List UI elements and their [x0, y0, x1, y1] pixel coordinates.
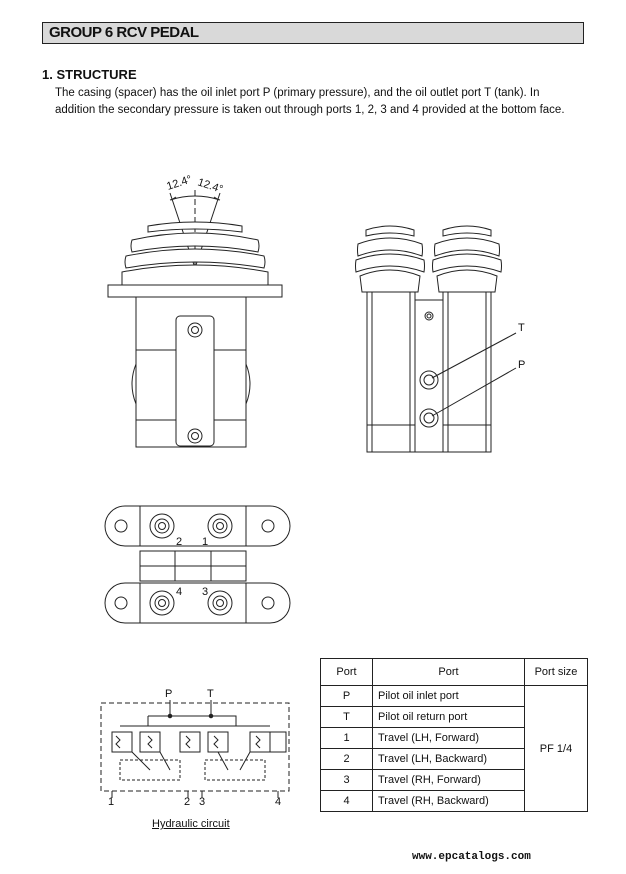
cell-port: P	[320, 685, 373, 707]
cell-port: 4	[320, 790, 373, 812]
circuit-port-3-label: 3	[199, 796, 205, 808]
bottom-port-1-label: 1	[202, 536, 208, 548]
port-table-header: Port Port Port size	[320, 658, 588, 686]
hydraulic-circuit: P T 1 2 3 4	[100, 688, 290, 808]
angle-right-label: 12.4°	[196, 176, 224, 195]
pedal-bottom-view: 2 1 4 3	[104, 505, 291, 624]
bottom-port-4-label: 4	[176, 586, 182, 598]
header-port: Port	[320, 658, 373, 686]
header-port-desc: Port	[372, 658, 525, 686]
port-T-callout: T	[518, 322, 525, 334]
cell-desc: Travel (RH, Backward)	[372, 790, 525, 812]
bottom-port-2-label: 2	[176, 536, 182, 548]
port-P-callout: P	[518, 359, 525, 371]
circuit-T-label: T	[207, 688, 214, 700]
circuit-port-1-label: 1	[108, 796, 114, 808]
cell-port: 2	[320, 748, 373, 770]
table-row: 4 Travel (RH, Backward)	[320, 790, 588, 812]
pedal-side-view: T P	[355, 225, 525, 453]
group-header-bar: GROUP 6 RCV PEDAL	[42, 22, 584, 44]
watermark-link[interactable]: www.epcatalogs.com	[412, 851, 531, 863]
cell-port-size: PF 1/4	[524, 685, 588, 812]
description-line-2: addition the secondary pressure is taken…	[55, 104, 565, 116]
bottom-port-3-label: 3	[202, 586, 208, 598]
angle-left-label: 12.4°	[165, 173, 193, 192]
cell-port: 1	[320, 727, 373, 749]
cell-desc: Travel (LH, Backward)	[372, 748, 525, 770]
cell-desc: Pilot oil return port	[372, 706, 525, 728]
cell-desc: Travel (LH, Forward)	[372, 727, 525, 749]
table-row: 3 Travel (RH, Forward)	[320, 769, 588, 791]
port-table: Port Port Port size P Pilot oil inlet po…	[320, 658, 588, 812]
structure-description: The casing (spacer) has the oil inlet po…	[55, 85, 590, 119]
circuit-port-2-label: 2	[184, 796, 190, 808]
cell-port: 3	[320, 769, 373, 791]
cell-desc: Travel (RH, Forward)	[372, 769, 525, 791]
section-title: 1. STRUCTURE	[42, 67, 137, 82]
header-port-size: Port size	[524, 658, 588, 686]
table-row: 2 Travel (LH, Backward)	[320, 748, 588, 770]
group-title: GROUP 6 RCV PEDAL	[49, 24, 199, 41]
pedal-front-view: 12.4° 12.4°	[107, 173, 283, 448]
circuit-P-label: P	[165, 688, 172, 700]
cell-desc: Pilot oil inlet port	[372, 685, 525, 707]
hydraulic-circuit-caption: Hydraulic circuit	[152, 818, 230, 830]
description-line-1: The casing (spacer) has the oil inlet po…	[55, 87, 540, 99]
table-row: P Pilot oil inlet port PF 1/4	[320, 685, 588, 812]
circuit-port-4-label: 4	[275, 796, 281, 808]
cell-port: T	[320, 706, 373, 728]
